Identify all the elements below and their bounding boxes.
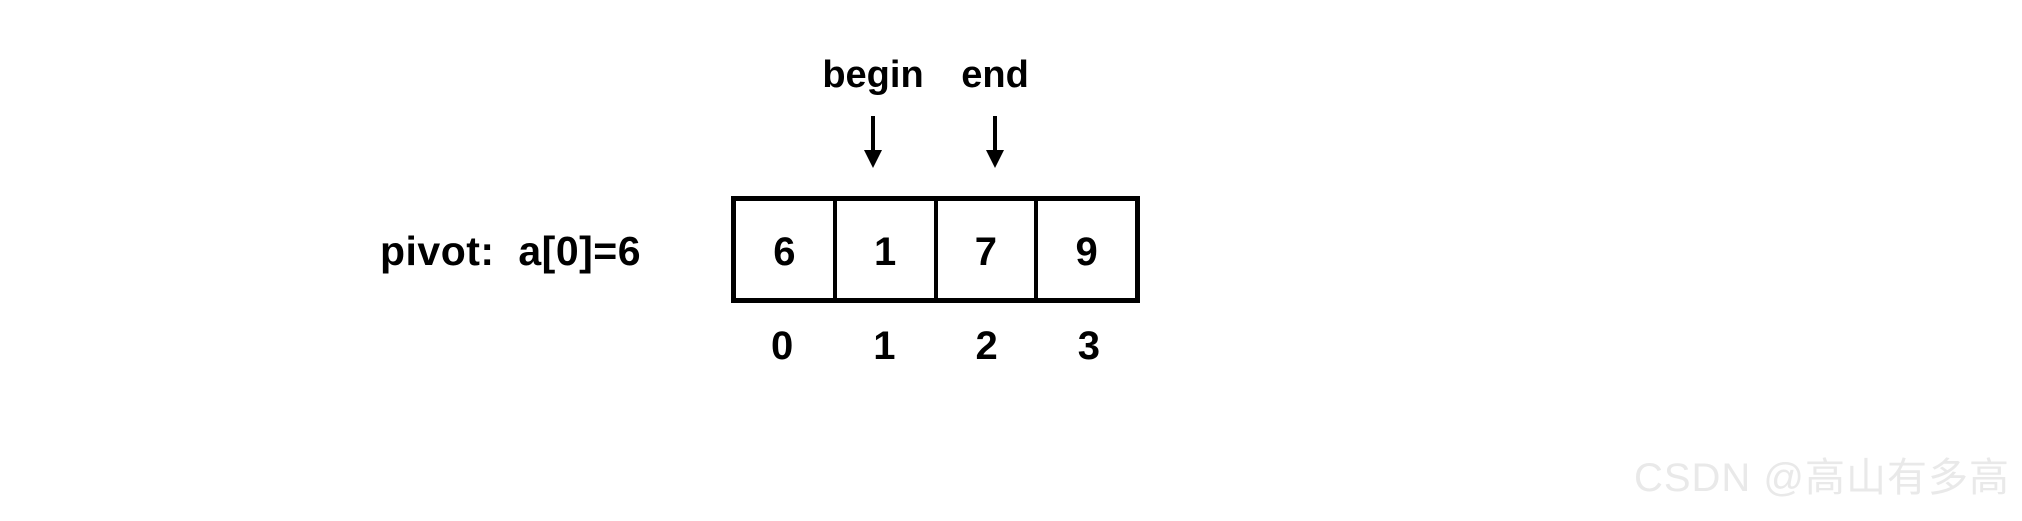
- array-cell: 7: [933, 201, 1035, 298]
- array-cell: 6: [736, 201, 833, 298]
- csdn-watermark: CSDN @高山有多高: [1633, 456, 2010, 500]
- pointer-begin: begin: [793, 56, 953, 168]
- array-cell-value: 7: [974, 229, 997, 274]
- array-cell-value: 9: [1075, 229, 1098, 274]
- array-container: 6 1 7 9: [731, 196, 1140, 303]
- array-cell-value: 6: [773, 229, 796, 274]
- array-cell: 9: [1034, 201, 1135, 298]
- pointer-end: end: [915, 56, 1075, 168]
- pointer-begin-label: begin: [822, 54, 924, 96]
- array-index-label: 3: [1077, 324, 1100, 368]
- arrow-down-icon: [864, 116, 882, 168]
- array-index-label: 0: [771, 324, 794, 368]
- pointer-end-label: end: [961, 54, 1029, 96]
- arrow-down-icon: [986, 116, 1004, 168]
- array-index-row: 0 1 2 3: [731, 324, 1140, 368]
- array-index-label: 1: [873, 324, 896, 368]
- array-cell-value: 1: [874, 229, 897, 274]
- array-index-label: 2: [975, 324, 998, 368]
- pivot-caption: pivot: a[0]=6: [380, 228, 642, 274]
- array-cell: 1: [832, 201, 934, 298]
